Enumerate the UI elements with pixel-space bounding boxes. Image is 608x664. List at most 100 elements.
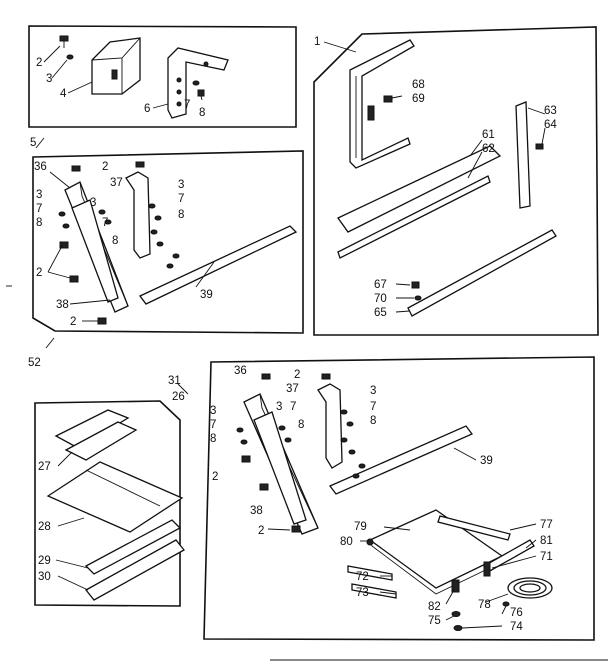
callout-2: 2 [212, 471, 218, 483]
strip-part-73 [351, 583, 397, 599]
callout-39: 39 [480, 455, 493, 467]
panel-mid-left [32, 150, 304, 334]
callout-29: 29 [38, 555, 51, 567]
callout-82: 82 [428, 601, 441, 613]
callout-2: 2 [70, 316, 76, 328]
callout-71: 71 [540, 551, 553, 563]
panel-bottom-left [34, 400, 181, 607]
pad-part-27 [54, 409, 138, 461]
callout-28: 28 [38, 521, 51, 533]
callout-2: 2 [102, 161, 108, 173]
callout-38: 38 [56, 299, 69, 311]
block-part-30 [85, 539, 185, 601]
callout-7: 7 [210, 419, 216, 431]
callout-8: 8 [298, 419, 304, 431]
frame-part-1 [349, 39, 415, 169]
panel-part-28 [46, 461, 184, 533]
washer-part-75 [451, 611, 461, 617]
shelf-part-79 [366, 509, 504, 595]
callout-4: 4 [60, 88, 67, 100]
strip-part-62 [337, 175, 491, 259]
callout-8: 8 [199, 107, 205, 119]
callout-36: 36 [234, 365, 247, 377]
callout-31: 31 [168, 375, 181, 387]
washer-part-74 [453, 625, 463, 631]
strip-part-29 [84, 519, 182, 575]
callout-75: 75 [428, 615, 441, 627]
callout-3: 3 [210, 405, 216, 417]
pin-part-71 [483, 561, 491, 577]
callout-3: 3 [46, 73, 52, 85]
callout-2: 2 [36, 267, 42, 279]
screw-part-64 [535, 143, 544, 150]
callout-3: 3 [178, 179, 184, 191]
callout-7: 7 [184, 99, 190, 111]
callout-80: 80 [340, 536, 353, 548]
callout-3: 3 [370, 385, 376, 397]
callout-37: 37 [110, 177, 123, 189]
nut-part-7 [192, 80, 200, 86]
callout-8: 8 [370, 415, 376, 427]
screw-part-67 [411, 281, 420, 289]
callout-7: 7 [178, 193, 184, 205]
callout-77: 77 [540, 519, 553, 531]
hardware-bottom [236, 373, 366, 533]
callout-36: 36 [34, 161, 47, 173]
callout-2: 2 [36, 57, 42, 69]
washer-part-70 [414, 295, 422, 301]
screw-part-2 [59, 35, 69, 48]
post-part-63 [515, 101, 531, 209]
strip-part-72 [347, 565, 393, 581]
rail-part-61 [337, 145, 502, 233]
callout-61: 61 [482, 129, 495, 141]
callout-68: 68 [412, 79, 425, 91]
callout-70: 70 [374, 293, 387, 305]
callout-79: 79 [354, 521, 367, 533]
callout-2: 2 [294, 369, 300, 381]
coil-part-78 [507, 577, 553, 599]
callout-81: 81 [540, 535, 553, 547]
callout-37: 37 [286, 383, 299, 395]
callout-7: 7 [36, 203, 42, 215]
callout-64: 64 [544, 119, 557, 131]
callout-6: 6 [144, 103, 150, 115]
callout-72: 72 [356, 571, 369, 583]
panel-top-right [313, 26, 599, 336]
callout-8: 8 [112, 235, 118, 247]
callout-7: 7 [102, 217, 108, 229]
callout-3: 3 [276, 401, 282, 413]
callout-73: 73 [356, 587, 369, 599]
panel-top-left [28, 25, 297, 128]
callout-5: 5 [30, 137, 36, 149]
callout-67: 67 [374, 279, 387, 291]
rail-part-65 [407, 229, 557, 317]
callout-26: 26 [172, 391, 185, 403]
panel-bottom-right [203, 356, 595, 641]
callout-63: 63 [544, 105, 557, 117]
washer-part-76 [502, 601, 510, 607]
callout-8: 8 [178, 209, 184, 221]
callout-62: 62 [482, 143, 495, 155]
screw-part-68 [383, 95, 393, 103]
callout-1: 1 [314, 36, 320, 48]
callout-74: 74 [510, 621, 523, 633]
nut-part-8 [197, 89, 205, 97]
callout-65: 65 [374, 307, 387, 319]
bracket-part-6 [167, 47, 229, 119]
callout-38: 38 [250, 505, 263, 517]
callout-39: 39 [200, 289, 213, 301]
cover-plate-part-4 [91, 37, 141, 95]
leg-assembly-bottom [243, 383, 474, 535]
leg-assembly-mid [64, 171, 298, 313]
hardware-mid [58, 161, 180, 325]
callout-76: 76 [510, 607, 523, 619]
callout-78: 78 [478, 599, 491, 611]
callout-7: 7 [370, 401, 376, 413]
callout-3: 3 [90, 197, 96, 209]
callout-27: 27 [38, 461, 51, 473]
callout-7: 7 [290, 401, 296, 413]
callout-8: 8 [210, 433, 216, 445]
screw-part-82 [451, 579, 460, 593]
callout-3: 3 [36, 189, 42, 201]
